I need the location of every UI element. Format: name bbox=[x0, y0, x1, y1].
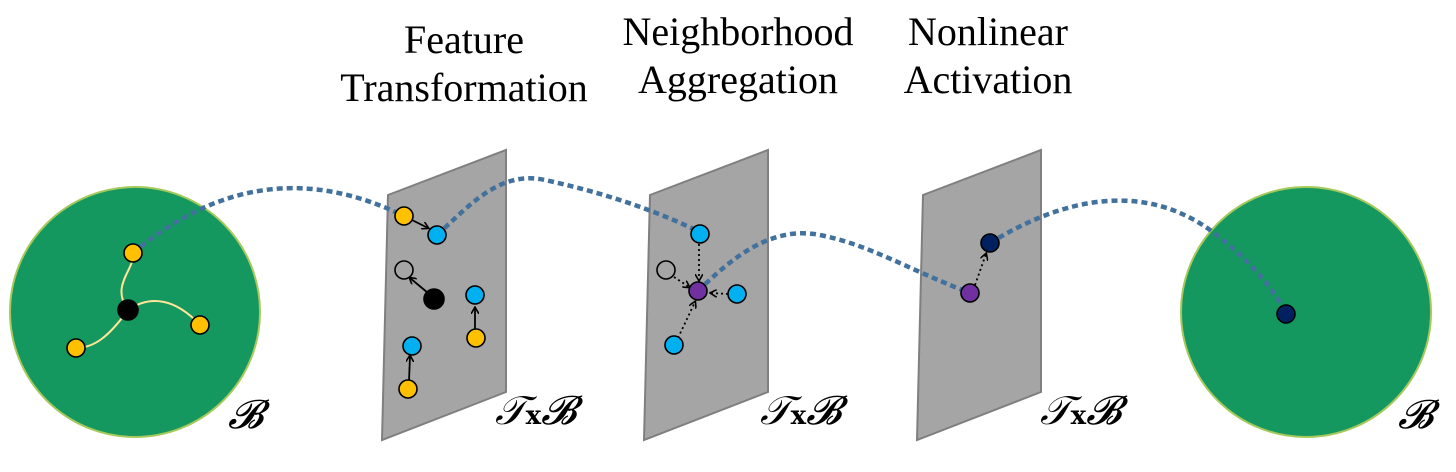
mapping-path-to-output-manifold bbox=[988, 198, 1289, 315]
mapping-paths bbox=[131, 176, 1289, 315]
tangent-space-label: 𝒯x𝓑 bbox=[495, 388, 584, 434]
node-neighbor bbox=[664, 335, 684, 355]
manifold-label-input: 𝓑 bbox=[228, 392, 271, 438]
node-neighbor bbox=[690, 224, 710, 244]
mapping-path-aggregate-to-activate bbox=[696, 231, 971, 296]
node-output bbox=[1276, 304, 1296, 324]
node-yellow bbox=[66, 338, 86, 358]
output-manifold-disk bbox=[1180, 186, 1432, 438]
step-title-line2: Aggregation bbox=[638, 57, 838, 102]
node-self bbox=[656, 260, 676, 280]
step-title-line1: Neighborhood bbox=[622, 9, 854, 54]
step-title-feature-transformation: Feature Transformation bbox=[304, 16, 624, 112]
aggregate-arrow bbox=[673, 276, 689, 287]
node-yellow bbox=[398, 379, 418, 399]
node-center bbox=[423, 288, 445, 310]
node-activated bbox=[980, 233, 1000, 253]
node-transformed bbox=[465, 285, 485, 305]
node-yellow bbox=[190, 315, 210, 335]
node-aggregated bbox=[688, 281, 708, 301]
node-neighbor bbox=[727, 284, 747, 304]
mapping-path-transform-to-aggregate bbox=[435, 176, 701, 237]
node-transformed bbox=[427, 225, 447, 245]
aggregate-arrow bbox=[677, 302, 695, 339]
transform-arrow bbox=[410, 278, 429, 294]
node-center bbox=[117, 299, 139, 321]
node-yellow bbox=[394, 206, 414, 226]
mapping-path-exp-log bbox=[131, 185, 405, 255]
node-yellow bbox=[123, 243, 143, 263]
activation-arrow bbox=[974, 254, 986, 286]
node-transformed bbox=[402, 336, 422, 356]
transform-arrow bbox=[409, 356, 410, 382]
node-transformed-center bbox=[394, 260, 414, 280]
step-title-line1: Feature bbox=[404, 17, 524, 62]
tangent-space-label: 𝒯x𝓑 bbox=[760, 388, 849, 434]
step-title-nonlinear-activation: Nonlinear Activation bbox=[828, 8, 1148, 104]
step-title-line2: Transformation bbox=[340, 65, 588, 110]
step-title-line1: Nonlinear bbox=[908, 9, 1068, 54]
step-title-line2: Activation bbox=[903, 57, 1073, 102]
tangent-space-label: 𝒯x𝓑 bbox=[1040, 388, 1129, 434]
manifold-label-output: 𝓑 bbox=[1398, 392, 1441, 438]
node-aggregated bbox=[960, 283, 980, 303]
step-title-neighborhood-aggregation: Neighborhood Aggregation bbox=[578, 8, 898, 104]
node-yellow bbox=[466, 328, 486, 348]
